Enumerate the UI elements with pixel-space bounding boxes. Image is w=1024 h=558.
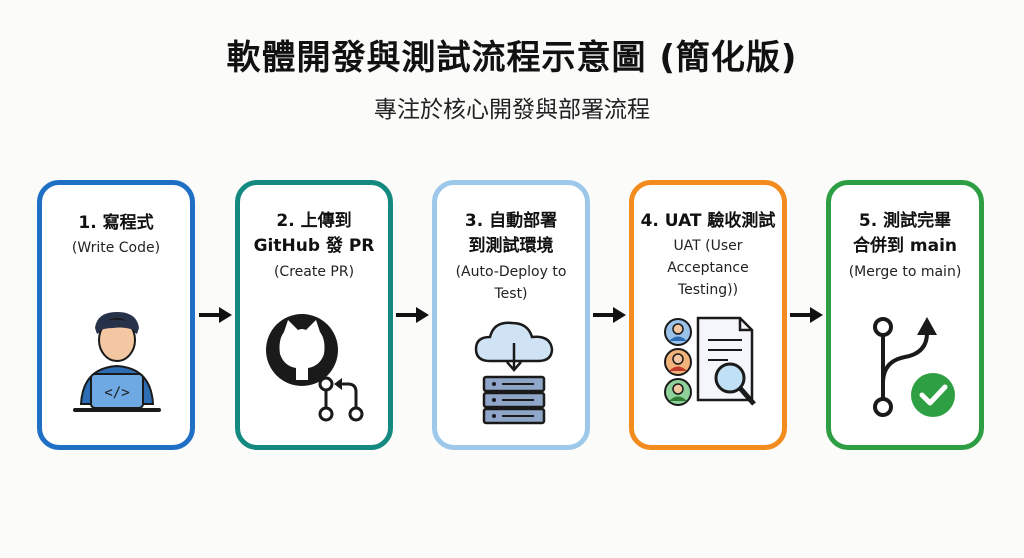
step-card-merge-main: 5. 測試完畢 合併到 main (Merge to main)	[826, 180, 984, 450]
step-subtitle-line: Acceptance	[667, 260, 749, 276]
step-title-line: 到測試環境	[468, 236, 554, 256]
developer-laptop-icon: </>	[73, 312, 161, 412]
step-card-uat-testing: 4. UAT 驗收測試 UAT (User Acceptance Testing…	[629, 180, 787, 450]
step-title-line: 5. 測試完畢	[858, 211, 952, 231]
diagram-title: 軟體開發與測試流程示意圖 (簡化版)	[226, 38, 798, 78]
step-subtitle-line: (Auto-Deploy to	[455, 264, 567, 280]
step-subtitle-line: UAT (User	[673, 238, 743, 254]
step-title-line: 合併到 main	[852, 236, 958, 256]
step-subtitle-line: (Create PR)	[273, 264, 355, 280]
flow-arrow-icon	[199, 307, 232, 323]
step-subtitle-line: (Merge to main)	[848, 264, 962, 280]
step-title-line: 1. 寫程式	[78, 213, 154, 233]
step-card-auto-deploy: 3. 自動部署 到測試環境 (Auto-Deploy to Test)	[432, 180, 590, 450]
users-document-review-icon	[664, 316, 756, 406]
flow-arrow-icon	[790, 307, 823, 323]
step-card-write-code: 1. 寫程式 (Write Code) </>	[37, 180, 195, 450]
svg-text:</>: </>	[104, 385, 129, 401]
step-title-line: GitHub 發 PR	[253, 236, 375, 256]
github-pull-request-icon	[266, 314, 364, 422]
cloud-server-deploy-icon	[474, 321, 554, 425]
step-title-line: 2. 上傳到	[276, 211, 352, 231]
step-subtitle-line: Test)	[494, 286, 528, 302]
flow-arrow-icon	[396, 307, 429, 323]
step-subtitle-line: Testing))	[677, 282, 739, 298]
flow-arrow-icon	[593, 307, 626, 323]
step-title-line: 3. 自動部署	[464, 211, 558, 231]
git-merge-check-icon	[873, 317, 955, 417]
step-card-create-pr: 2. 上傳到 GitHub 發 PR (Create PR)	[235, 180, 393, 450]
step-title-line: 4. UAT 驗收測試	[640, 211, 776, 231]
step-subtitle-line: (Write Code)	[71, 240, 161, 256]
diagram-subtitle: 專注於核心開發與部署流程	[374, 97, 650, 123]
